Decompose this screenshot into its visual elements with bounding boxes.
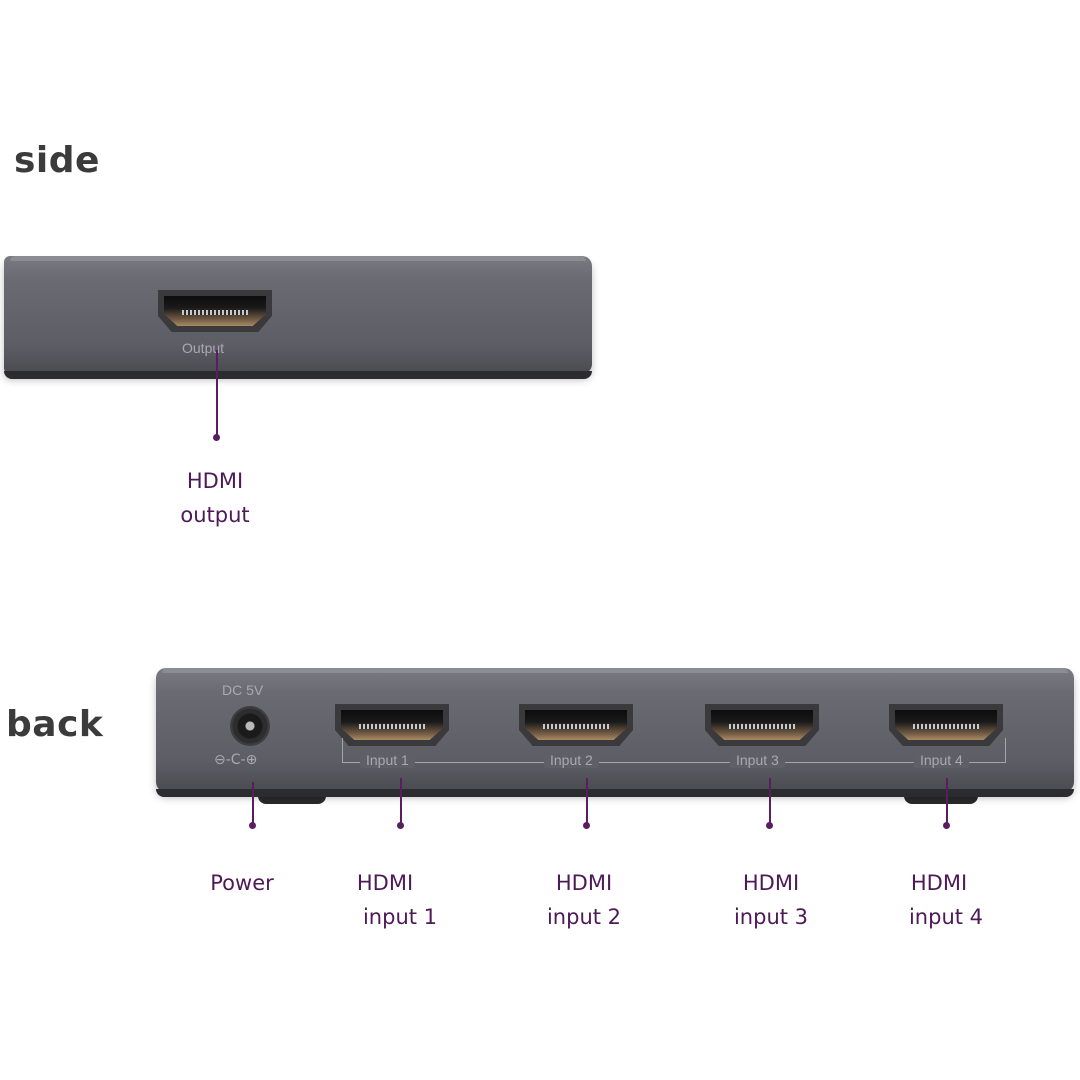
dc-power-jack[interactable] <box>230 706 270 746</box>
output-leader-dot <box>213 434 220 441</box>
hdmi-input-3-callout: HDMI input 3 <box>711 866 831 934</box>
hdmi-input-1-port[interactable] <box>335 704 449 746</box>
hdmi-input-2-callout: HDMI input 2 <box>524 866 644 934</box>
dc-label: DC 5V <box>222 682 264 698</box>
input-2-leader-line <box>586 778 588 826</box>
power-callout: Power <box>192 866 292 900</box>
power-leader-line <box>252 782 254 826</box>
hdmi-output-port[interactable] <box>158 290 272 332</box>
input-bracket <box>342 738 1006 763</box>
input-3-label: Input 3 <box>730 752 785 768</box>
side-section-title: side <box>14 140 100 181</box>
input-3-leader-dot <box>766 822 773 829</box>
hdmi-output-line2: output <box>180 503 250 527</box>
hdmi-input-4-line1: HDMI <box>910 871 968 895</box>
hdmi-input-2-port[interactable] <box>519 704 633 746</box>
hdmi-input-3-line1: HDMI <box>742 871 800 895</box>
power-leader-dot <box>249 822 256 829</box>
hdmi-input-4-port[interactable] <box>889 704 1003 746</box>
hdmi-input-1-callout: HDMI input 1 <box>340 866 460 934</box>
device-top-edge <box>10 256 586 261</box>
device-top-edge <box>162 668 1068 673</box>
output-port-label: Output <box>182 340 225 356</box>
polarity-symbol: ⊖-C-⊕ <box>214 752 258 768</box>
back-section-title: back <box>6 704 104 745</box>
power-line1: Power <box>210 871 274 895</box>
hdmi-input-4-line2: input 4 <box>908 905 984 929</box>
hdmi-output-line1: HDMI <box>186 469 244 493</box>
hdmi-input-2-line1: HDMI <box>555 871 613 895</box>
hdmi-input-2-line2: input 2 <box>546 905 622 929</box>
hdmi-input-1-line1: HDMI <box>356 871 414 895</box>
input-2-leader-dot <box>583 822 590 829</box>
hdmi-input-3-line2: input 3 <box>733 905 809 929</box>
hdmi-input-3-port[interactable] <box>705 704 819 746</box>
output-leader-line <box>216 350 218 436</box>
input-4-leader-dot <box>943 822 950 829</box>
input-4-leader-line <box>946 778 948 826</box>
input-3-leader-line <box>769 778 771 826</box>
input-2-label: Input 2 <box>544 752 599 768</box>
device-bottom-edge <box>4 371 592 379</box>
input-4-label: Input 4 <box>914 752 969 768</box>
input-1-label: Input 1 <box>360 752 415 768</box>
device-bottom-edge <box>156 789 1074 797</box>
back-device-body: DC 5V ⊖-C-⊕ Input 1 Input 2 Input 3 Inpu… <box>156 668 1074 797</box>
hdmi-input-4-callout: HDMI input 4 <box>886 866 1006 934</box>
hdmi-input-1-line2: input 1 <box>362 905 438 929</box>
input-1-leader-line <box>400 778 402 826</box>
input-1-leader-dot <box>397 822 404 829</box>
side-device-body: Output <box>4 256 592 379</box>
hdmi-output-callout: HDMI output <box>155 464 275 532</box>
